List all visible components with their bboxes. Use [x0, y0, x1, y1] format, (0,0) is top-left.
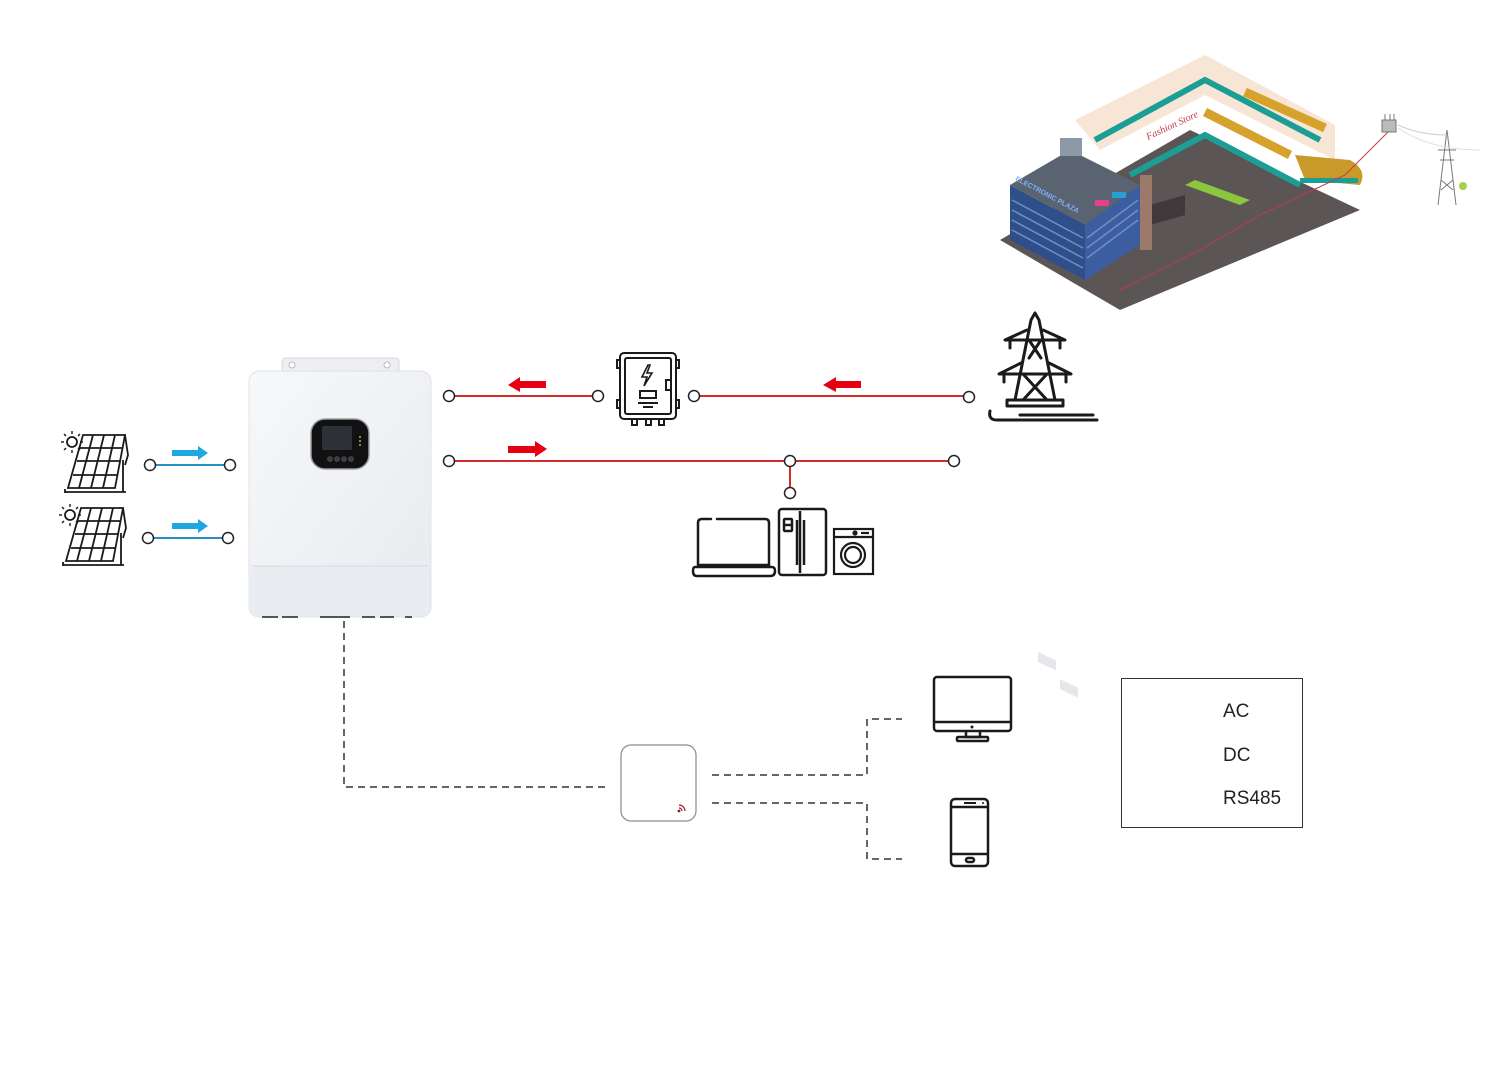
mount-hole	[383, 361, 391, 369]
terminal-node	[442, 454, 456, 468]
mount-hole	[288, 361, 296, 369]
terminal-node	[591, 389, 605, 403]
laptop-icon	[691, 517, 777, 578]
fridge-icon	[777, 507, 828, 577]
scene-tower	[1397, 124, 1481, 206]
canopy	[1295, 155, 1363, 185]
inverter-buttons	[327, 456, 354, 462]
terminal-node	[442, 389, 456, 403]
ac-flow-arrow-right	[508, 441, 547, 457]
terminal-node	[143, 458, 157, 472]
dc-connection-1	[143, 446, 237, 472]
sale-sign-2	[1112, 192, 1126, 198]
scene-transformer	[1381, 114, 1397, 133]
green-spot	[1185, 180, 1250, 205]
terminal-node	[687, 389, 701, 403]
canopy-trim	[1300, 178, 1358, 183]
teal-stripe-lower	[1128, 131, 1302, 188]
dc-flow-arrow	[172, 446, 208, 460]
terminal-node	[962, 390, 976, 404]
rs485-line	[712, 718, 902, 776]
inverter-bottom-panel	[250, 566, 430, 616]
plaza-roof	[1010, 150, 1140, 225]
ac-flow-arrow-left	[823, 377, 861, 392]
inverter-leds	[359, 436, 361, 446]
terminal-node	[223, 458, 237, 472]
monitor-power-dot	[970, 725, 974, 729]
pillar	[1140, 175, 1152, 250]
sale-sign-1	[1095, 200, 1109, 206]
scene-cable	[1119, 129, 1391, 291]
wifi-signal-icon	[677, 804, 686, 813]
legend-label-rs485: RS485	[1223, 788, 1282, 809]
inverter-lcd	[322, 426, 352, 450]
rs485-logger-to-phone	[712, 802, 902, 860]
washing-machine-icon	[832, 527, 875, 576]
terminal-node	[947, 454, 961, 468]
dc-flow-arrow	[172, 519, 208, 533]
solar-panel-icon	[59, 504, 127, 566]
legend-label-ac: AC	[1223, 701, 1250, 722]
roof-hut	[1060, 138, 1082, 156]
roof-unit-1	[1038, 652, 1056, 671]
inverter-icon	[248, 357, 432, 618]
junction-node	[783, 454, 797, 468]
mounting-bracket	[281, 357, 400, 373]
phone-camera	[982, 802, 984, 804]
monitor-icon	[932, 675, 1013, 743]
wifi-dongle-icon	[620, 744, 697, 822]
terminal-node	[783, 486, 797, 500]
rs485-inverter-to-logger	[343, 621, 606, 788]
rs485-line	[712, 802, 902, 860]
roof-unit-2	[1060, 679, 1078, 698]
legend-label-dc: DC	[1223, 745, 1251, 766]
smartphone-icon	[949, 797, 990, 868]
solar-panel-icon	[61, 431, 129, 493]
parking-entrance	[1150, 195, 1185, 225]
scene-tree	[1459, 182, 1467, 190]
gold-awning-2	[1202, 107, 1293, 160]
ac-grid-input-connection	[442, 377, 976, 404]
terminal-node	[141, 531, 155, 545]
terminal-node	[221, 531, 235, 545]
electric-box-icon	[616, 352, 680, 426]
ac-flow-arrow-left	[508, 377, 546, 392]
commercial-scene-illustration: Fashion Store ELECTRONIC PLAZA	[1000, 55, 1481, 698]
dc-connection-2	[141, 519, 235, 545]
teal-stripe-upper	[1093, 76, 1322, 143]
rs485-logger-to-monitor	[712, 718, 902, 776]
plaza-window-lines	[1011, 199, 1139, 269]
datalogger-body	[620, 744, 697, 822]
legend-box	[1121, 678, 1303, 828]
gold-awning-1	[1243, 87, 1327, 133]
rs485-line	[343, 621, 606, 788]
ac-load-output-connection	[442, 441, 961, 500]
transmission-tower-icon	[988, 311, 1099, 422]
